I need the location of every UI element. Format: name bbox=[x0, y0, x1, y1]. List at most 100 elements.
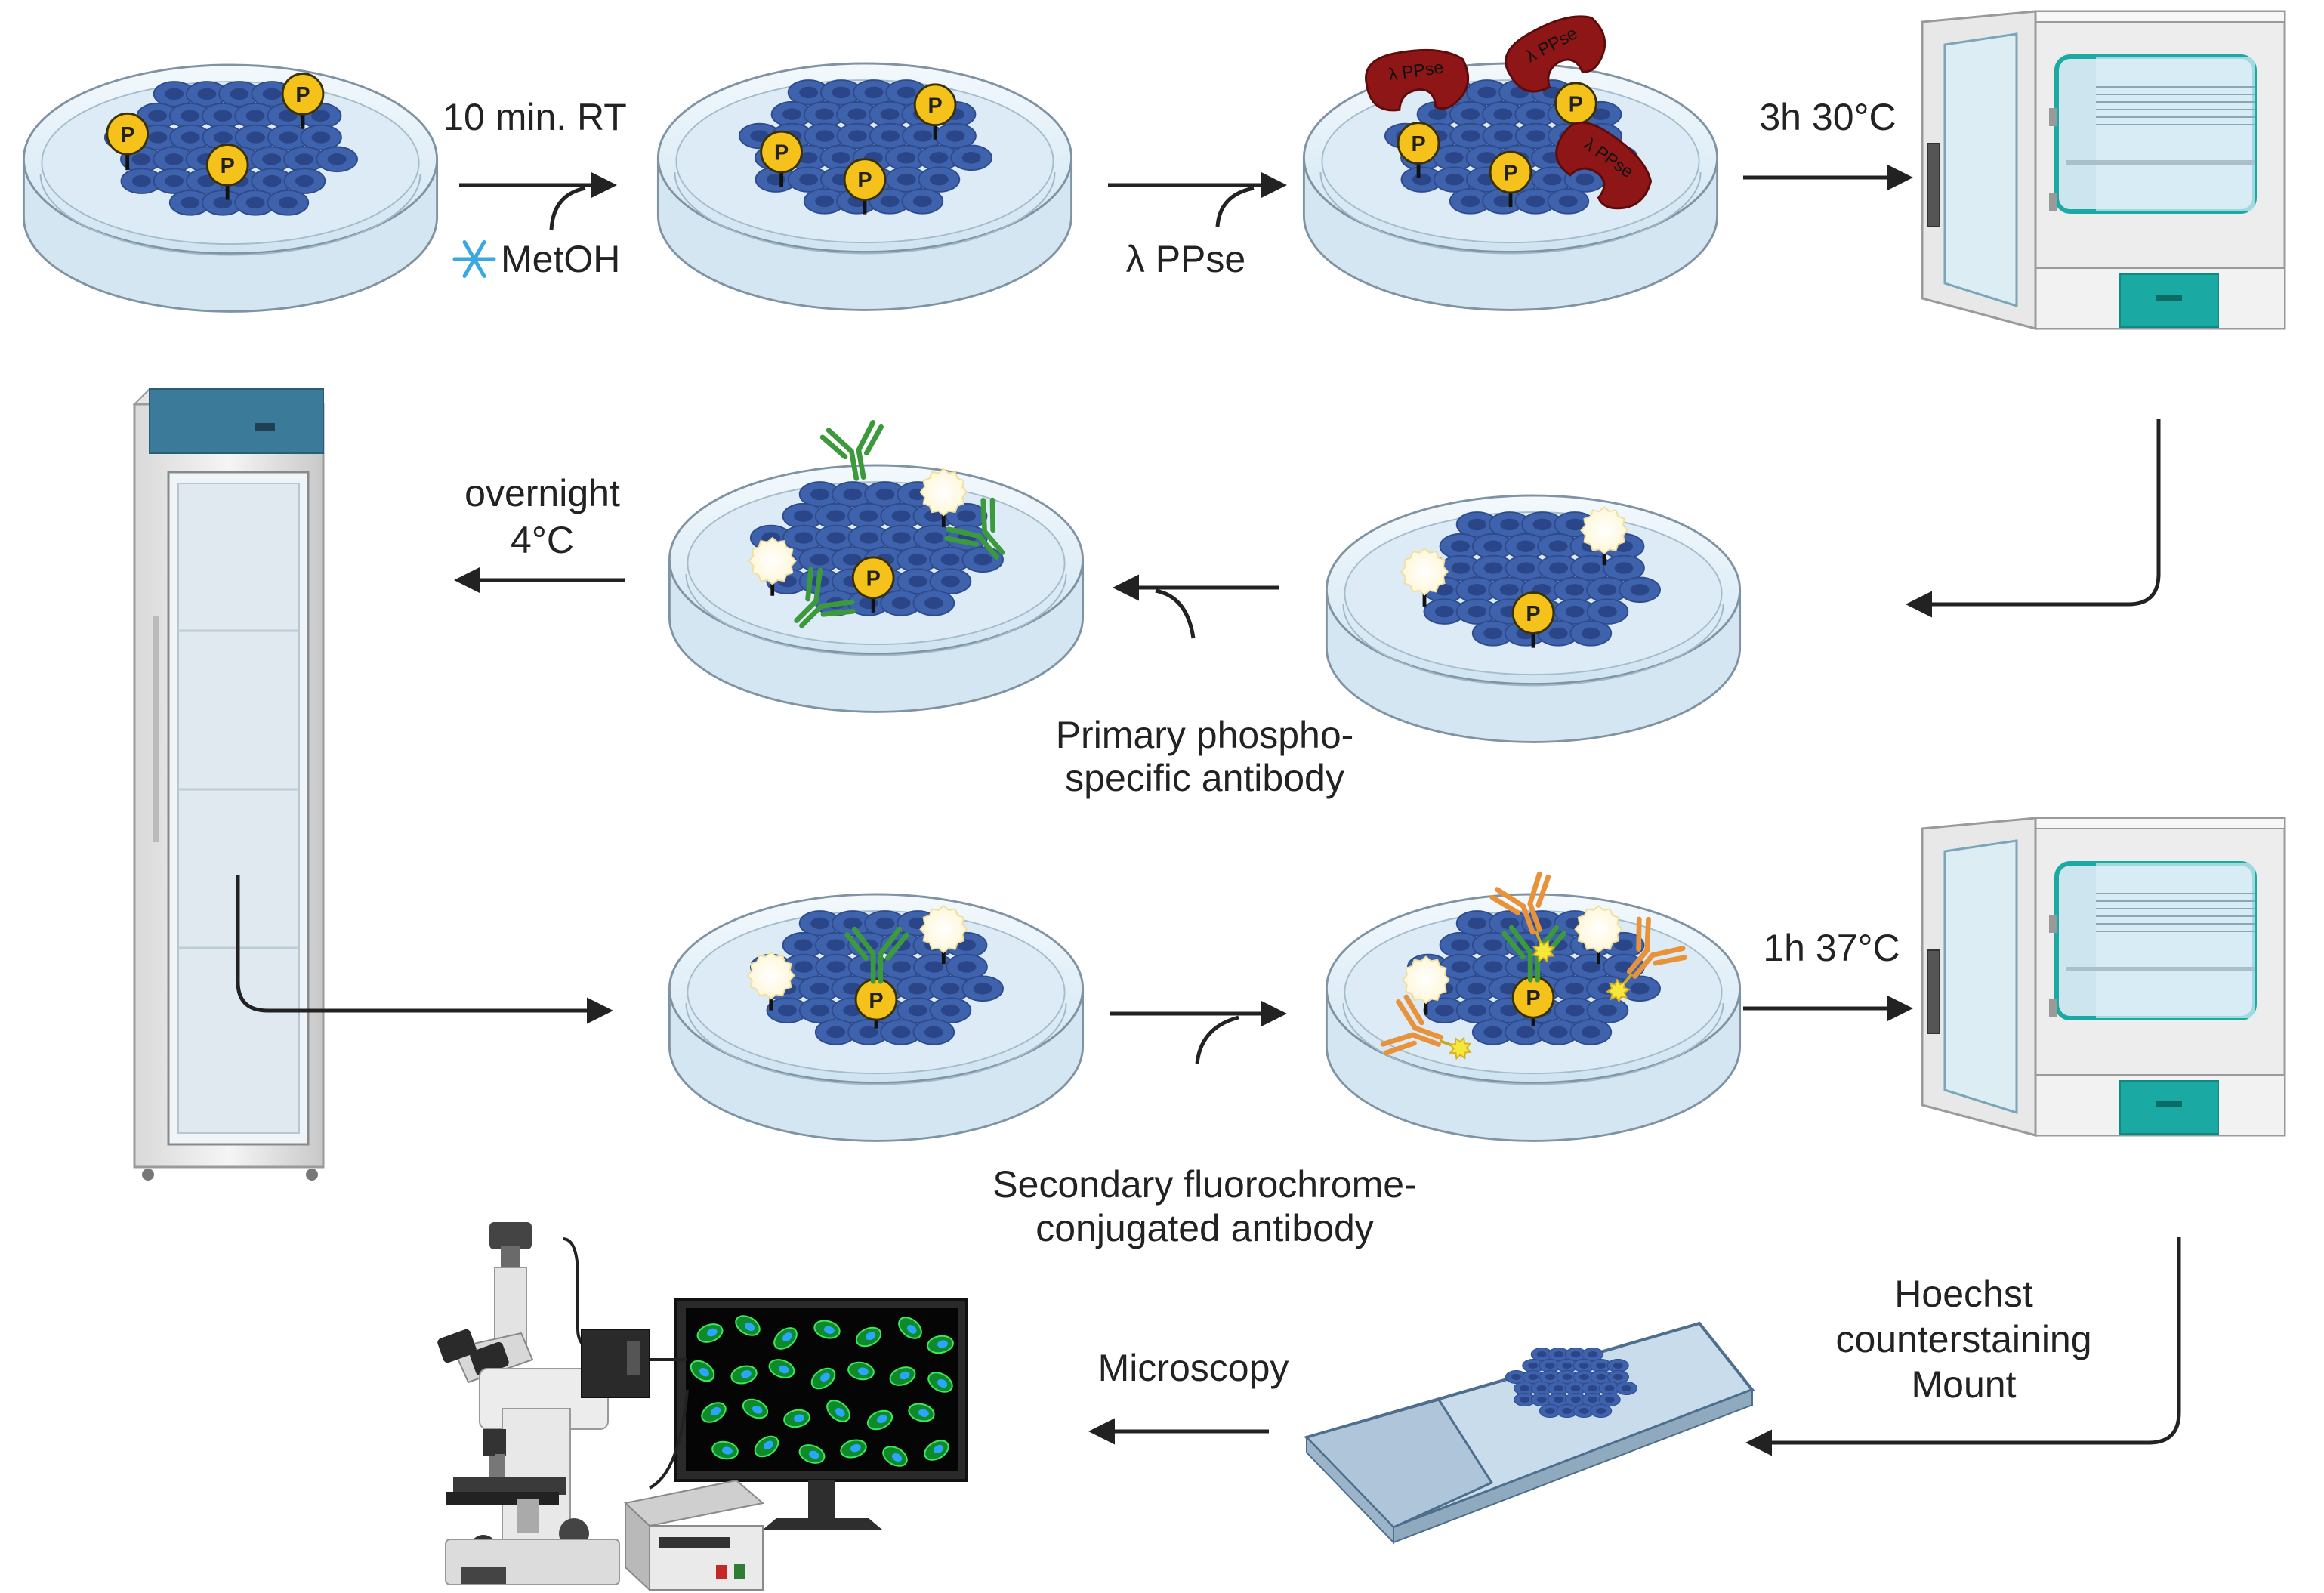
secondary-antibody bbox=[1380, 994, 1472, 1060]
slide-icon bbox=[1304, 1321, 1755, 1545]
dephosphorylated-site bbox=[919, 468, 968, 527]
phospho-marker: P bbox=[106, 112, 149, 171]
dish-2: P P P bbox=[656, 62, 1073, 311]
marker-label: P bbox=[221, 154, 235, 178]
fluorophore-icon bbox=[1532, 939, 1556, 963]
step8-label-line3: Mount bbox=[1912, 1363, 2017, 1406]
secondary-antibody bbox=[1489, 871, 1556, 963]
dish-4: P bbox=[1325, 494, 1742, 743]
dish-7: P bbox=[1325, 871, 1742, 1142]
secondary-antibody bbox=[1605, 916, 1687, 1003]
step7-label-line1: Secondary fluorochrome- bbox=[992, 1163, 1416, 1206]
dephosphorylated-site bbox=[1580, 506, 1629, 566]
phospho-marker: P bbox=[1511, 591, 1555, 648]
marker-label: P bbox=[295, 83, 310, 107]
marker-label: P bbox=[1503, 162, 1517, 186]
cell-cluster bbox=[1505, 1348, 1637, 1418]
dephosphorylated-site bbox=[1401, 955, 1450, 1015]
fluorophore-icon bbox=[1448, 1036, 1472, 1060]
marker-label: P bbox=[1411, 132, 1425, 156]
step4-label-line1: overnight bbox=[464, 472, 620, 514]
phospho-marker: P bbox=[760, 130, 803, 187]
fluorescent-cell bbox=[855, 1326, 882, 1348]
phospho-marker: P bbox=[913, 83, 957, 140]
fluorescent-cell bbox=[783, 1409, 810, 1428]
phosphatase-enzyme: λ PPse bbox=[1365, 48, 1470, 112]
phospho-marker: P bbox=[1554, 82, 1597, 138]
phospho-marker: P bbox=[205, 144, 249, 200]
fluorescent-cell bbox=[701, 1402, 727, 1423]
dephosphorylated-site bbox=[746, 951, 795, 1011]
primary-antibody bbox=[944, 497, 1005, 560]
fluorescent-cell bbox=[882, 1446, 908, 1467]
fluorescent-cell bbox=[798, 1444, 826, 1464]
fluorescent-cell bbox=[690, 1360, 715, 1382]
marker-label: P bbox=[928, 94, 943, 118]
fluorescent-cell bbox=[927, 1372, 953, 1393]
phospho-marker: P bbox=[1511, 975, 1555, 1026]
microscope-icon bbox=[437, 1222, 689, 1585]
fluorescent-cell bbox=[742, 1398, 769, 1419]
primary-antibody bbox=[819, 419, 884, 481]
monitor-icon bbox=[674, 1298, 968, 1530]
phospho-marker: P bbox=[854, 977, 898, 1029]
step4-label-line2: 4°C bbox=[511, 519, 574, 561]
phospho-marker: P bbox=[843, 158, 887, 215]
step5-label-line2: specific antibody bbox=[1065, 757, 1344, 799]
fluorescent-cell bbox=[924, 1440, 949, 1461]
reagent-curve-arrow bbox=[549, 186, 586, 231]
fluorescent-cell bbox=[889, 1366, 916, 1386]
reagent-curve-arrow bbox=[1155, 588, 1196, 639]
phospho-marker: P bbox=[851, 556, 895, 613]
fluorescent-cell bbox=[847, 1361, 875, 1381]
dish-1: P P P bbox=[22, 63, 439, 313]
phospho-marker: P bbox=[1489, 150, 1532, 208]
step9-label: Microscopy bbox=[1098, 1347, 1289, 1389]
refrigerator-icon bbox=[132, 388, 325, 1181]
primary-antibody bbox=[844, 926, 909, 984]
step3-incubation-label: 3h 30°C bbox=[1759, 96, 1896, 138]
marker-label: P bbox=[869, 989, 883, 1013]
fluorescent-cell bbox=[810, 1367, 836, 1390]
primary-antibody bbox=[794, 567, 856, 628]
fluorescent-cell bbox=[730, 1365, 758, 1385]
reagent-curve-arrow bbox=[1195, 1015, 1239, 1064]
dephosphorylated-site bbox=[919, 905, 968, 965]
arrow-return-2 bbox=[236, 875, 613, 1024]
fluorescent-cell bbox=[813, 1320, 841, 1339]
dish-5: P bbox=[668, 419, 1085, 713]
marker-label: P bbox=[866, 567, 881, 591]
step8-label-line2: counterstaining bbox=[1835, 1318, 2091, 1360]
reagent-curve-arrow bbox=[1215, 186, 1255, 227]
dephosphorylated-site bbox=[1574, 905, 1623, 965]
step1-time-label: 10 min. RT bbox=[443, 96, 627, 138]
fluorescent-cell bbox=[927, 1335, 954, 1354]
step1-reagent-label: MetOH bbox=[501, 238, 620, 280]
fluorescent-cell bbox=[754, 1435, 779, 1458]
fluorescent-cell bbox=[768, 1359, 795, 1378]
step5-label-line1: Primary phospho- bbox=[1056, 714, 1354, 756]
fluorescent-cell bbox=[866, 1409, 893, 1431]
fluorescent-cell bbox=[826, 1400, 850, 1422]
dish-3: P P P λ PPse λ PPse λ PPse bbox=[1302, 15, 1719, 311]
marker-label: P bbox=[774, 141, 789, 165]
dephosphorylated-site bbox=[748, 536, 797, 596]
step6-incubation-label: 1h 37°C bbox=[1763, 927, 1900, 969]
phosphatase-enzyme: λ PPse bbox=[1555, 121, 1653, 210]
phospho-marker: P bbox=[1397, 122, 1440, 178]
fluorescent-cell bbox=[908, 1403, 935, 1422]
fluorophore-icon bbox=[1605, 978, 1631, 1003]
marker-label: P bbox=[1569, 92, 1583, 116]
fluorescent-cell bbox=[735, 1315, 761, 1336]
fluorescent-cell bbox=[898, 1317, 922, 1339]
dephosphorylated-site bbox=[1400, 547, 1449, 607]
power-supply-icon bbox=[623, 1479, 765, 1592]
marker-label: P bbox=[857, 168, 872, 193]
arrow-return-1 bbox=[1906, 419, 2161, 618]
fluorescent-cell bbox=[711, 1440, 739, 1460]
fluorescent-cell bbox=[696, 1323, 724, 1343]
step8-label-line1: Hoechst bbox=[1894, 1273, 2033, 1315]
incubator-icon bbox=[1921, 817, 2286, 1137]
marker-label: P bbox=[1526, 986, 1540, 1011]
